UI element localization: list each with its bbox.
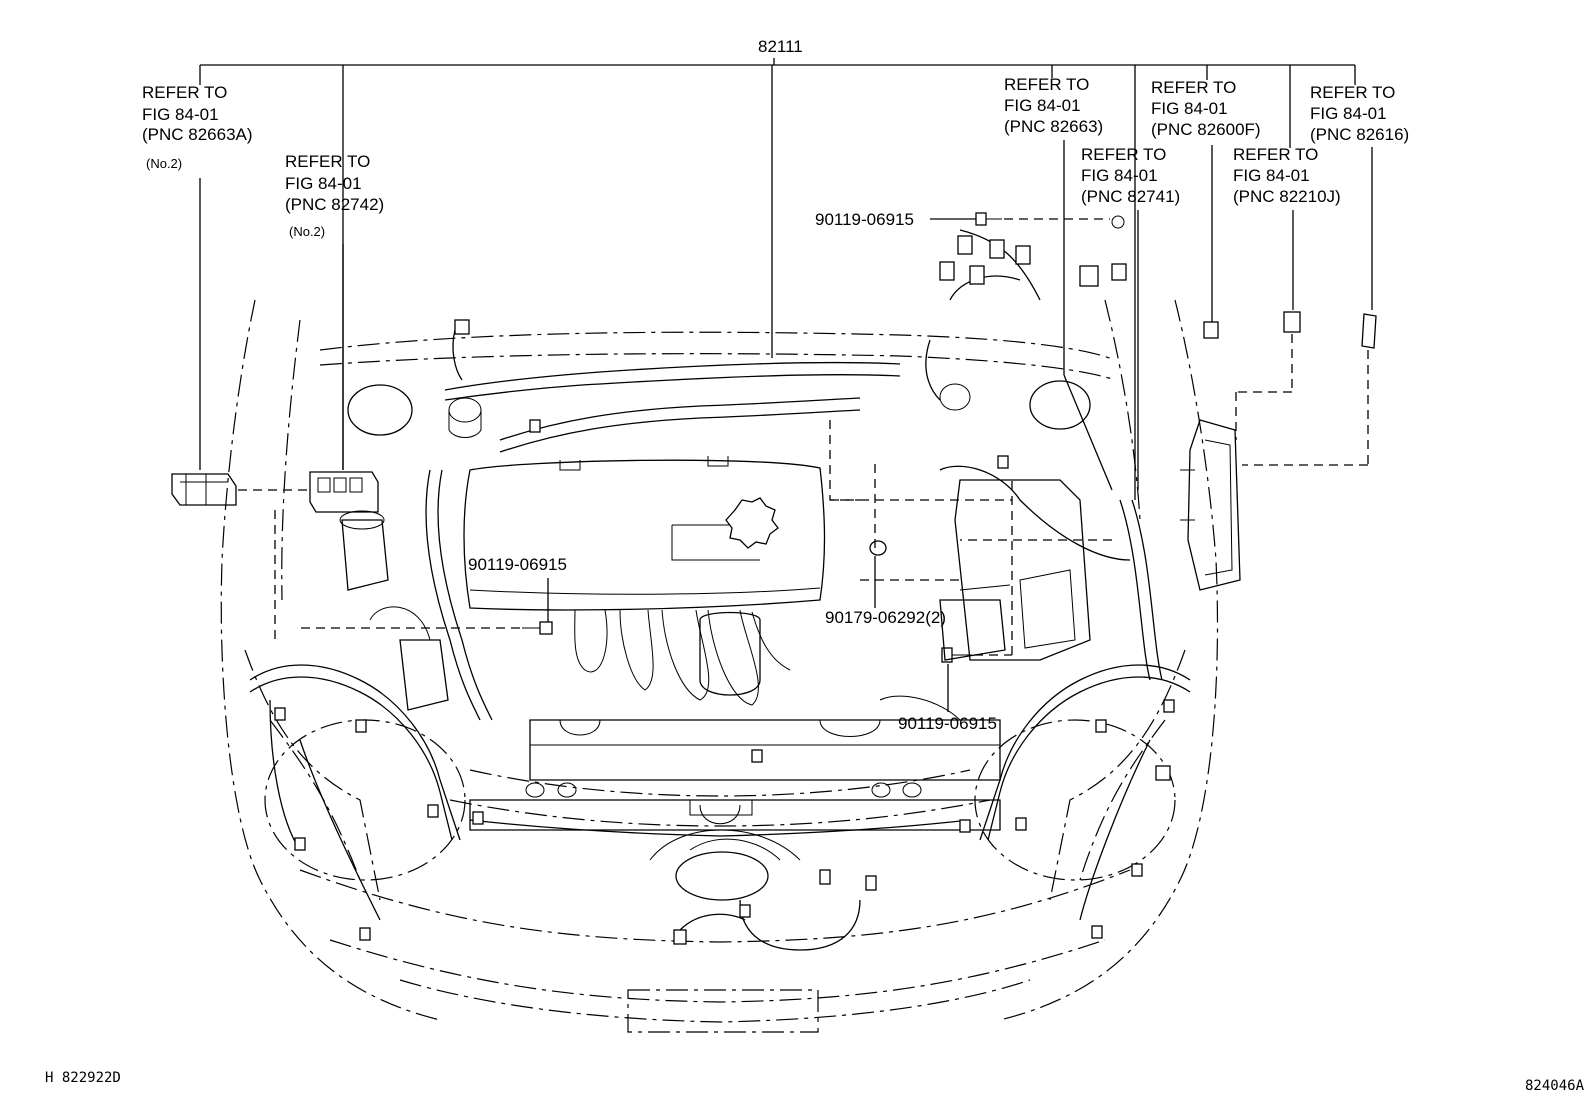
svg-text:90119-06915: 90119-06915 [815, 210, 914, 229]
junction-block-82663A [171, 473, 310, 506]
connector-82600F [1203, 321, 1219, 339]
ref-label-82210J: REFER TO FIG 84-01 (PNC 82210J) [1233, 145, 1341, 206]
svg-text:FIG 84-01: FIG 84-01 [1081, 166, 1158, 185]
relay-block-82742 [309, 471, 379, 513]
headlamp-left [264, 719, 466, 881]
callout-bolt-top: 90119-06915 [815, 210, 1125, 229]
brake-master-area [339, 510, 449, 711]
svg-text:FIG 84-01: FIG 84-01 [285, 174, 362, 193]
ref-label-82616: REFER TO FIG 84-01 (PNC 82616) [1310, 83, 1409, 144]
svg-text:(PNC 82741): (PNC 82741) [1081, 187, 1180, 206]
ref-label-82663A: REFER TO FIG 84-01 (PNC 82663A) (No.2) [142, 83, 253, 171]
wire-harness [249, 229, 1191, 951]
strut-tower-right [939, 380, 1091, 430]
svg-text:90119-06915: 90119-06915 [468, 555, 567, 574]
front-emblem [649, 829, 801, 901]
license-plate [627, 989, 819, 1033]
connector-82616 [1242, 313, 1377, 466]
svg-text:REFER TO: REFER TO [1081, 145, 1166, 164]
engine-ecu [1180, 419, 1241, 591]
battery-area [939, 599, 1006, 661]
ref-leaders [199, 140, 1373, 491]
hidden-harness-routes [274, 420, 1112, 640]
svg-text:FIG 84-01: FIG 84-01 [1233, 166, 1310, 185]
svg-text:REFER TO: REFER TO [1004, 75, 1089, 94]
svg-text:(PNC 82742): (PNC 82742) [285, 195, 384, 214]
ref-label-82663: REFER TO FIG 84-01 (PNC 82663) [1004, 75, 1103, 136]
svg-text:(PNC 82663): (PNC 82663) [1004, 117, 1103, 136]
svg-text:FIG 84-01: FIG 84-01 [1004, 96, 1081, 115]
engine-block-lower [525, 695, 1001, 798]
ref-label-82742: REFER TO FIG 84-01 (PNC 82742) (No.2) [285, 152, 384, 239]
intake-manifold [574, 609, 791, 706]
callout-clamp: 90179-06292(2) [825, 460, 946, 627]
ref-label-82741: REFER TO FIG 84-01 (PNC 82741) [1081, 145, 1180, 206]
svg-text:(PNC 82210J): (PNC 82210J) [1233, 187, 1341, 206]
svg-text:FIG 84-01: FIG 84-01 [1151, 99, 1228, 118]
hood-outline [220, 299, 1219, 1023]
svg-text:(No.2): (No.2) [289, 224, 325, 239]
air-cleaner-box [954, 479, 1091, 661]
ref-label-82600F: REFER TO FIG 84-01 (PNC 82600F) [1151, 78, 1261, 139]
svg-text:REFER TO: REFER TO [285, 152, 370, 171]
svg-text:(PNC 82600F): (PNC 82600F) [1151, 120, 1261, 139]
headlamp-right [974, 719, 1176, 881]
harness-connectors [274, 419, 1175, 945]
callout-bolt-left: 90119-06915 [296, 555, 567, 635]
connector-82210J [1235, 311, 1301, 440]
svg-text:FIG 84-01: FIG 84-01 [1310, 104, 1387, 123]
svg-text:FIG 84-01: FIG 84-01 [142, 105, 219, 124]
diagram-code-right: 824046A [1525, 1078, 1585, 1094]
main-part-number: 82111 [758, 37, 803, 56]
leader-bus [199, 58, 1356, 500]
svg-text:REFER TO: REFER TO [142, 83, 227, 102]
svg-text:90179-06292(2): 90179-06292(2) [825, 608, 946, 627]
svg-text:REFER TO: REFER TO [1151, 78, 1236, 97]
svg-text:(PNC 82616): (PNC 82616) [1310, 125, 1409, 144]
strut-tower-left [347, 384, 482, 438]
callout-bolt-bottom: 90119-06915 [898, 480, 1013, 733]
engine-cover [463, 456, 826, 611]
svg-text:REFER TO: REFER TO [1233, 145, 1318, 164]
svg-text:(PNC 82663A): (PNC 82663A) [142, 125, 253, 144]
svg-text:REFER TO: REFER TO [1310, 83, 1395, 102]
diagram-code-left: H 822922D [45, 1070, 121, 1086]
svg-text:90119-06915: 90119-06915 [898, 714, 997, 733]
connector-cluster-top [454, 235, 1127, 335]
svg-text:(No.2): (No.2) [146, 156, 182, 171]
